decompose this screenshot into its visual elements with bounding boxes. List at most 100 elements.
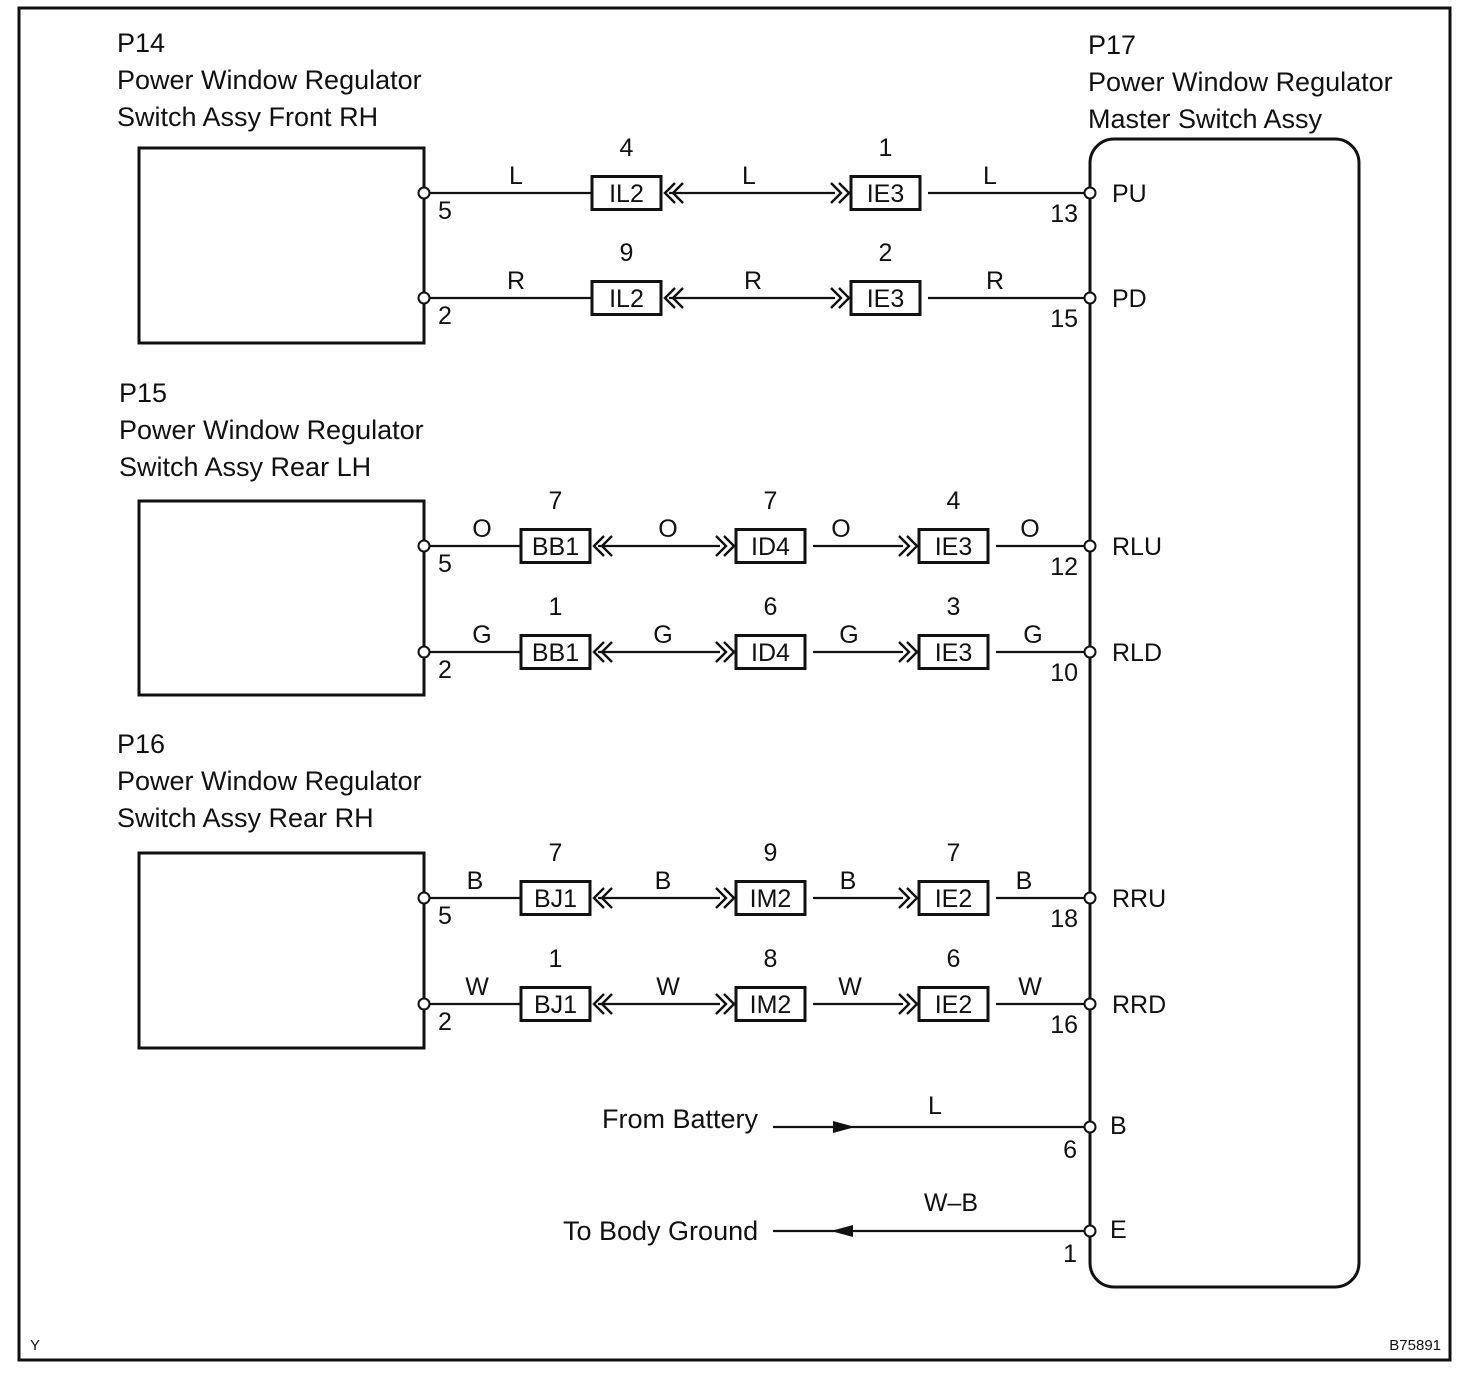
ground-wire-color: W–B: [924, 1189, 978, 1217]
rrd-wire-color-3: W: [1018, 973, 1042, 1001]
p15-switch-box: [137, 499, 426, 697]
battery-feed: From Battery L 6 B: [602, 1092, 1127, 1164]
p14-name-line1: Power Window Regulator: [117, 65, 422, 95]
rld-connector-pin-2: 3: [947, 593, 961, 621]
p17-name-line1: Power Window Regulator: [1088, 67, 1393, 97]
rlu-left-pin-dot: [417, 539, 431, 553]
rru-wire-color-0: B: [467, 867, 484, 895]
rrd-wire-color-1: W: [656, 973, 680, 1001]
rru-terminal-label: RRU: [1112, 885, 1166, 913]
rld-connector-name-2: IE3: [935, 639, 973, 667]
ground-pin-number: 1: [1063, 1240, 1077, 1268]
pu-connector-pin-1: 1: [879, 134, 893, 162]
rru-connector-pin-2: 7: [947, 839, 961, 867]
rrd-terminal-label: RRD: [1112, 991, 1166, 1019]
figure-code: B75891: [1389, 1337, 1441, 1354]
pu-right-pin-dot: [1083, 186, 1097, 200]
rld-wire-color-3: G: [1023, 621, 1042, 649]
rru-right-pin-number: 18: [1050, 905, 1078, 933]
rld-wire-color-1: G: [653, 621, 672, 649]
p17-master-switch-box: [1088, 137, 1361, 1289]
rlu-wire-color-2: O: [831, 515, 850, 543]
rld-connector-pin-0: 1: [549, 593, 563, 621]
p16-code: P16: [117, 729, 165, 759]
rrd-plug-chevron-1: [715, 993, 736, 1015]
rld-left-pin-number: 2: [438, 656, 452, 684]
pd-wire-color-1: R: [744, 267, 762, 295]
rlu-right-pin-dot: [1083, 539, 1097, 553]
p14-code: P14: [117, 28, 165, 58]
p14-switch-box: [137, 146, 426, 345]
rlu-wire-color-3: O: [1020, 515, 1039, 543]
rlu-right-pin-number: 12: [1050, 553, 1078, 581]
from-battery-label: From Battery: [602, 1104, 759, 1134]
p15-title: P15 Power Window Regulator Switch Assy R…: [119, 378, 424, 482]
rru-left-pin-number: 5: [438, 902, 452, 930]
rru-connector-name-0: BJ1: [534, 885, 577, 913]
rrd-wire-color-2: W: [838, 973, 862, 1001]
rld-connector-name-0: BB1: [532, 639, 579, 667]
rlu-connector-name-0: BB1: [532, 533, 579, 561]
pu-connector-name-0: IL2: [609, 180, 644, 208]
pu-connector-name-1: IE3: [867, 180, 905, 208]
pd-wire-color-0: R: [507, 267, 525, 295]
rrd-connector-name-1: IM2: [750, 991, 792, 1019]
rrd-connector-box-1: [734, 986, 807, 1022]
terminal-e-label: E: [1110, 1216, 1127, 1244]
rld-connector-box-0: [519, 634, 592, 670]
pd-connector-box-1: [849, 280, 922, 316]
p16-title: P16 Power Window Regulator Switch Assy R…: [117, 729, 422, 833]
pu-left-pin-dot: [417, 186, 431, 200]
rld-plug-chevron-1: [715, 641, 736, 663]
p14-name-line2: Switch Assy Front RH: [117, 102, 378, 132]
rru-wire-color-3: B: [1016, 867, 1033, 895]
rrd-connector-name-2: IE2: [935, 991, 973, 1019]
rru-connector-name-1: IM2: [750, 885, 792, 913]
rrd-connector-pin-2: 6: [947, 945, 961, 973]
p14-title: P14 Power Window Regulator Switch Assy F…: [117, 28, 422, 132]
rru-connector-pin-1: 9: [764, 839, 778, 867]
pu-receptacle-chevron: [663, 182, 684, 204]
rlu-wire-color-0: O: [472, 515, 491, 543]
rld-right-pin-dot: [1083, 645, 1097, 659]
rru-plug-chevron-2: [898, 887, 919, 909]
battery-wire-color: L: [928, 1092, 942, 1120]
rrd-right-pin-dot: [1083, 997, 1097, 1011]
pd-connector-name-0: IL2: [609, 285, 644, 313]
p17-code: P17: [1088, 30, 1136, 60]
rrd-wire-color-0: W: [465, 973, 489, 1001]
pd-connector-name-1: IE3: [867, 285, 905, 313]
rld-receptacle-chevron: [592, 641, 613, 663]
pd-left-pin-number: 2: [438, 302, 452, 330]
ground-feed: To Body Ground W–B 1 E: [563, 1189, 1127, 1268]
diagram-frame: [17, 6, 1452, 1362]
pu-wire-color-2: L: [983, 162, 997, 190]
rru-connector-box-2: [917, 880, 990, 916]
p15-name-line1: Power Window Regulator: [119, 415, 424, 445]
rld-connector-name-1: ID4: [751, 639, 790, 667]
rld-terminal-label: RLD: [1112, 639, 1162, 667]
p15-name-line2: Switch Assy Rear LH: [119, 452, 371, 482]
rrd-connector-pin-1: 8: [764, 945, 778, 973]
pu-connector-box-0: [590, 175, 663, 211]
pd-right-pin-number: 15: [1050, 305, 1078, 333]
battery-arrow: [833, 1121, 855, 1133]
rrd-connector-pin-0: 1: [549, 945, 563, 973]
rld-connector-pin-1: 6: [764, 593, 778, 621]
rrd-connector-box-2: [917, 986, 990, 1022]
rru-connector-name-2: IE2: [935, 885, 973, 913]
rlu-connector-pin-1: 7: [764, 487, 778, 515]
pu-connector-pin-0: 4: [620, 134, 634, 162]
rrd-right-pin-number: 16: [1050, 1011, 1078, 1039]
rld-wire-color-2: G: [839, 621, 858, 649]
rru-connector-pin-0: 7: [549, 839, 563, 867]
rru-connector-box-0: [519, 880, 592, 916]
p15-code: P15: [119, 378, 167, 408]
rld-connector-box-2: [917, 634, 990, 670]
pd-connector-pin-0: 9: [620, 239, 634, 267]
p16-name-line2: Switch Assy Rear RH: [117, 803, 374, 833]
p17-name-line2: Master Switch Assy: [1088, 104, 1323, 134]
rld-connector-box-1: [734, 634, 807, 670]
pd-left-pin-dot: [417, 291, 431, 305]
pd-wire-color-2: R: [986, 267, 1004, 295]
